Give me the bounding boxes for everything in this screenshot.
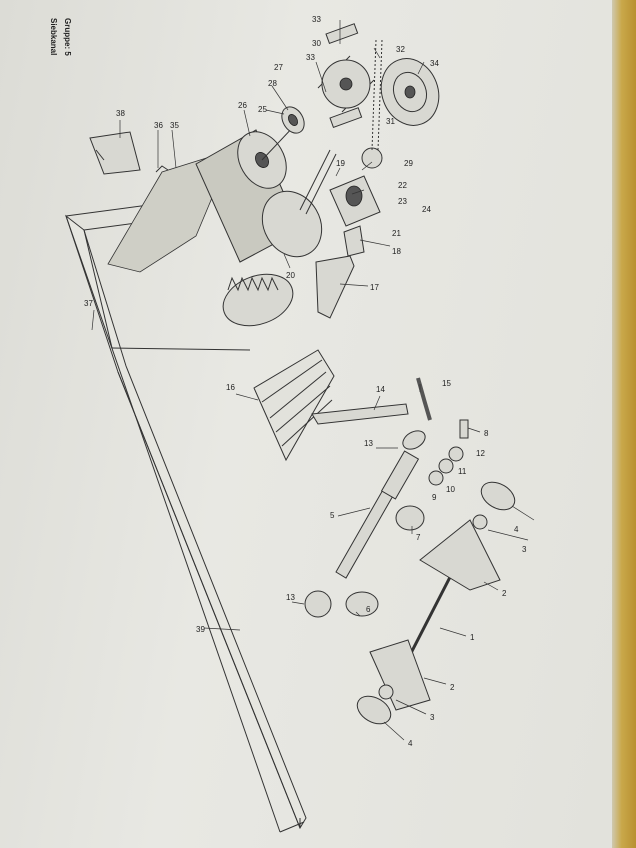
part-label-32: 32 xyxy=(396,45,405,54)
v-belt-pulley xyxy=(380,58,440,126)
flange-upper xyxy=(480,481,516,511)
mesh-clip xyxy=(155,165,169,173)
part-label-4-lower: 4 xyxy=(408,739,413,748)
toothed-roller xyxy=(222,149,337,327)
part-label-33-lower: 33 xyxy=(306,53,315,62)
flange-disc xyxy=(304,590,332,618)
part-label-16: 16 xyxy=(226,383,235,392)
part-label-6: 6 xyxy=(366,605,371,614)
part-label-8: 8 xyxy=(484,429,489,438)
part-label-31: 31 xyxy=(386,117,395,126)
leader-lines xyxy=(91,20,535,741)
part-label-7: 7 xyxy=(416,533,421,542)
part-label-39: 39 xyxy=(196,625,205,634)
part-label-9: 9 xyxy=(432,493,437,502)
part-label-1: 1 xyxy=(470,633,475,642)
part-label-25: 25 xyxy=(258,105,267,114)
key-plate-bottom xyxy=(329,107,363,129)
part-label-33-upper: 33 xyxy=(312,15,321,24)
crank-lever xyxy=(311,403,409,425)
part-label-19: 19 xyxy=(336,159,345,168)
part-label-15: 15 xyxy=(442,379,451,388)
bracket xyxy=(89,131,141,175)
part-label-3-upper: 3 xyxy=(522,545,527,554)
part-label-38: 38 xyxy=(116,109,125,118)
key-plate-top xyxy=(325,23,359,45)
bearing-block xyxy=(329,175,381,227)
part-label-20: 20 xyxy=(286,271,295,280)
eccentric-disc xyxy=(402,430,426,450)
slat-grate xyxy=(253,349,335,462)
part-label-14: 14 xyxy=(376,385,385,394)
part-label-35: 35 xyxy=(170,121,179,130)
bushing xyxy=(395,505,425,531)
part-labels: 38 36 35 26 25 28 27 33 33 30 32 34 31 2… xyxy=(84,15,527,748)
washer-10 xyxy=(438,458,454,474)
part-label-2-upper: 2 xyxy=(502,589,507,598)
part-label-29: 29 xyxy=(404,159,413,168)
large-sprocket xyxy=(317,55,375,113)
part-label-13-upper: 13 xyxy=(364,439,373,448)
part-label-34: 34 xyxy=(430,59,439,68)
part-label-26: 26 xyxy=(238,101,247,110)
part-label-27: 27 xyxy=(274,63,283,72)
sieve-channel-trough xyxy=(65,199,307,833)
part-label-12: 12 xyxy=(476,449,485,458)
part-label-24: 24 xyxy=(422,205,431,214)
bearing-lower xyxy=(378,684,394,700)
washer-11 xyxy=(448,446,464,462)
chain-segment xyxy=(416,377,432,421)
washer-9 xyxy=(428,470,444,486)
part-label-17: 17 xyxy=(370,283,379,292)
eccentric-ring xyxy=(345,591,379,617)
connecting-rod xyxy=(335,450,420,579)
part-label-4-upper: 4 xyxy=(514,525,519,534)
part-label-18: 18 xyxy=(392,247,401,256)
page-edge xyxy=(612,0,636,848)
bolt xyxy=(459,419,469,439)
part-label-5: 5 xyxy=(330,511,335,520)
part-label-10: 10 xyxy=(446,485,455,494)
part-label-2-lower: 2 xyxy=(450,683,455,692)
part-label-28: 28 xyxy=(268,79,277,88)
part-label-3-lower: 3 xyxy=(430,713,435,722)
drive-chain xyxy=(371,39,383,151)
part-label-21: 21 xyxy=(392,229,401,238)
flange-lower xyxy=(356,695,392,725)
mounting-plate xyxy=(343,225,365,257)
part-label-36: 36 xyxy=(154,121,163,130)
small-sprocket xyxy=(361,147,383,169)
part-label-13-lower: 13 xyxy=(286,593,295,602)
part-label-37: 37 xyxy=(84,299,93,308)
support-bar xyxy=(315,255,355,319)
part-label-23: 23 xyxy=(398,197,407,206)
part-label-11: 11 xyxy=(458,467,467,476)
part-label-22: 22 xyxy=(398,181,407,190)
bearing xyxy=(288,114,298,126)
carrier-upper xyxy=(419,519,501,591)
bearing-upper xyxy=(472,514,488,530)
part-label-30: 30 xyxy=(312,39,321,48)
